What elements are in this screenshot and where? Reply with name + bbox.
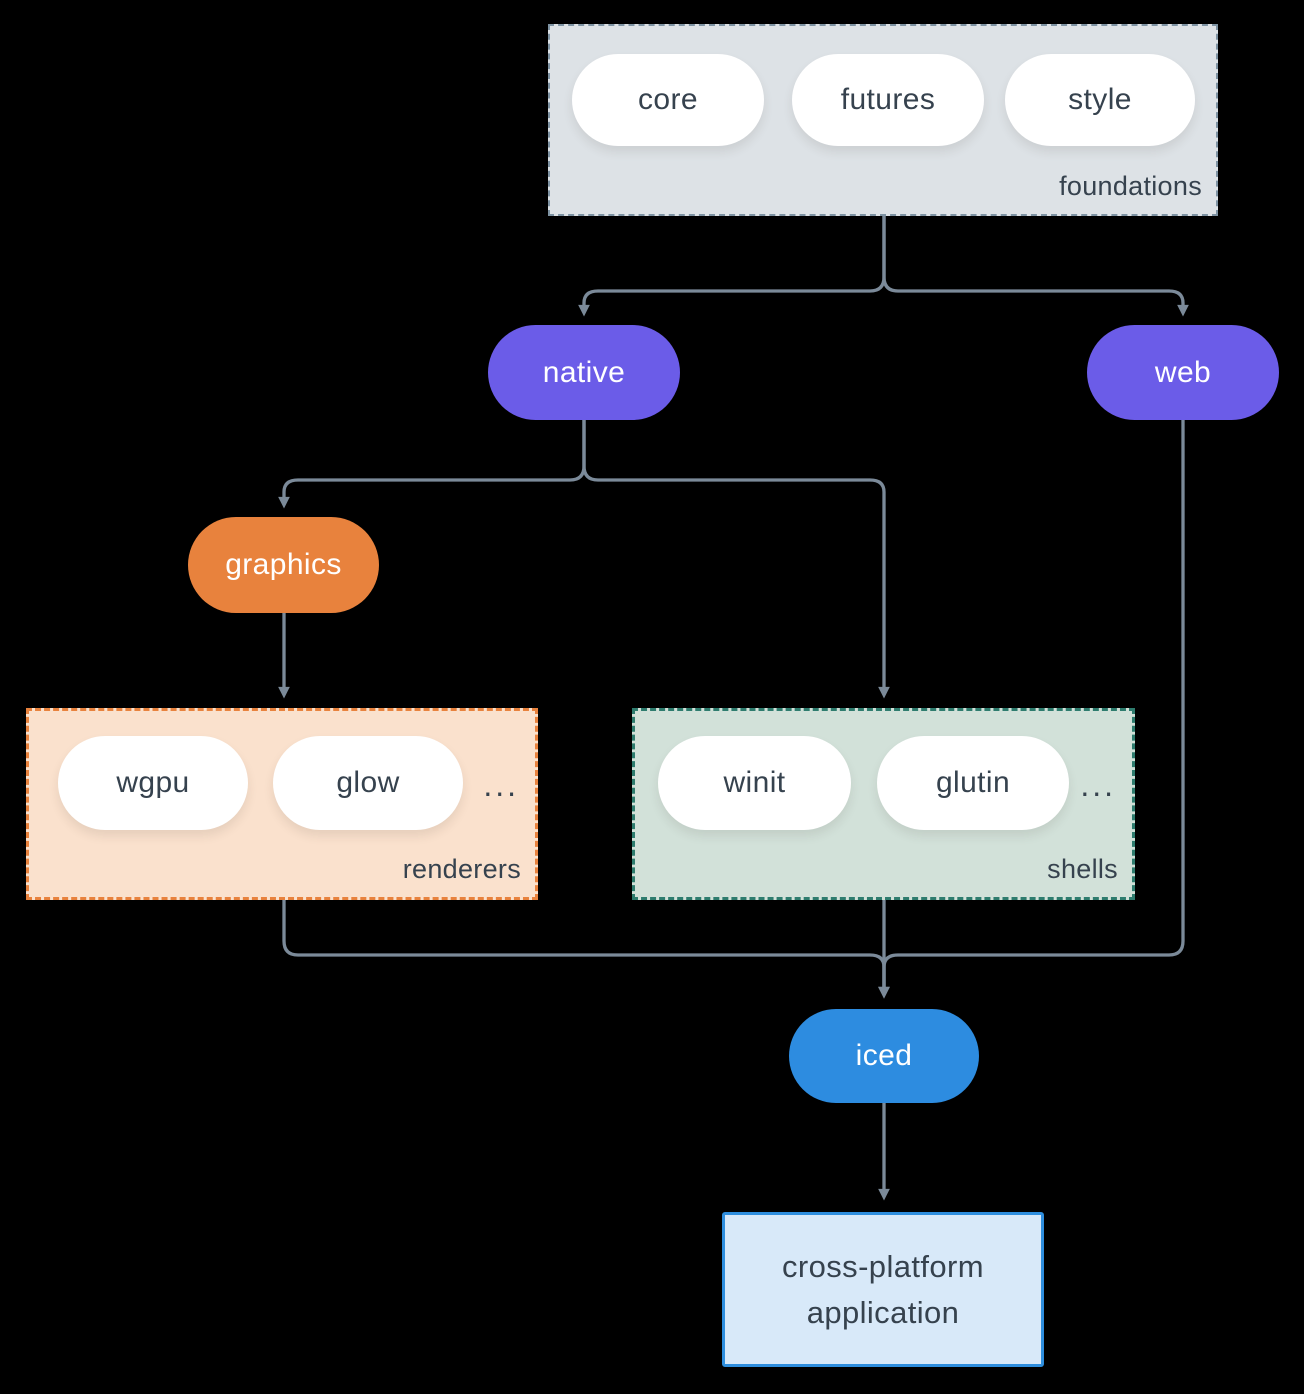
- edge-renderers-iced: [282, 900, 890, 999]
- node-winit: winit: [658, 736, 851, 830]
- group-shells: winit glutin ... shells: [632, 708, 1135, 900]
- edge-foundations-native: [578, 216, 886, 317]
- group-foundations: core futures style foundations: [548, 24, 1218, 216]
- group-renderers-label: renderers: [402, 854, 521, 884]
- group-foundations-label: foundations: [1059, 171, 1202, 201]
- node-glow-label: glow: [336, 766, 400, 799]
- node-wgpu: wgpu: [58, 736, 248, 830]
- node-wgpu-label: wgpu: [116, 766, 190, 799]
- node-glow: glow: [273, 736, 463, 830]
- application-label-line1: cross-platform: [782, 1248, 984, 1284]
- shells-ellipsis: ...: [1080, 767, 1116, 803]
- edge-native-shells: [582, 420, 890, 699]
- group-shells-label: shells: [1047, 854, 1118, 884]
- edge-foundations-web: [882, 216, 1189, 317]
- node-web: web: [1087, 325, 1279, 420]
- application-label-line2: application: [806, 1294, 960, 1330]
- node-glutin-label: glutin: [935, 766, 1011, 799]
- node-iced: iced: [789, 1009, 979, 1103]
- edge-native-graphics: [278, 420, 586, 509]
- node-style-label: style: [1068, 83, 1132, 116]
- node-native-label: native: [542, 355, 626, 389]
- node-web-label: web: [1154, 355, 1212, 389]
- group-renderers: wgpu glow ... renderers: [26, 708, 538, 900]
- node-iced-label: iced: [855, 1039, 913, 1072]
- node-style: style: [1005, 54, 1195, 146]
- node-core: core: [572, 54, 764, 146]
- node-futures-label: futures: [840, 83, 936, 116]
- renderers-ellipsis: ...: [483, 767, 519, 803]
- node-cross-platform-application: cross-platform application: [722, 1212, 1044, 1367]
- node-futures: futures: [792, 54, 984, 146]
- node-graphics: graphics: [188, 517, 379, 613]
- node-native: native: [488, 325, 680, 420]
- node-graphics-label: graphics: [225, 548, 342, 581]
- edge-web-iced: [878, 420, 1185, 999]
- node-core-label: core: [638, 83, 698, 116]
- node-glutin: glutin: [877, 736, 1069, 830]
- node-winit-label: winit: [723, 766, 786, 799]
